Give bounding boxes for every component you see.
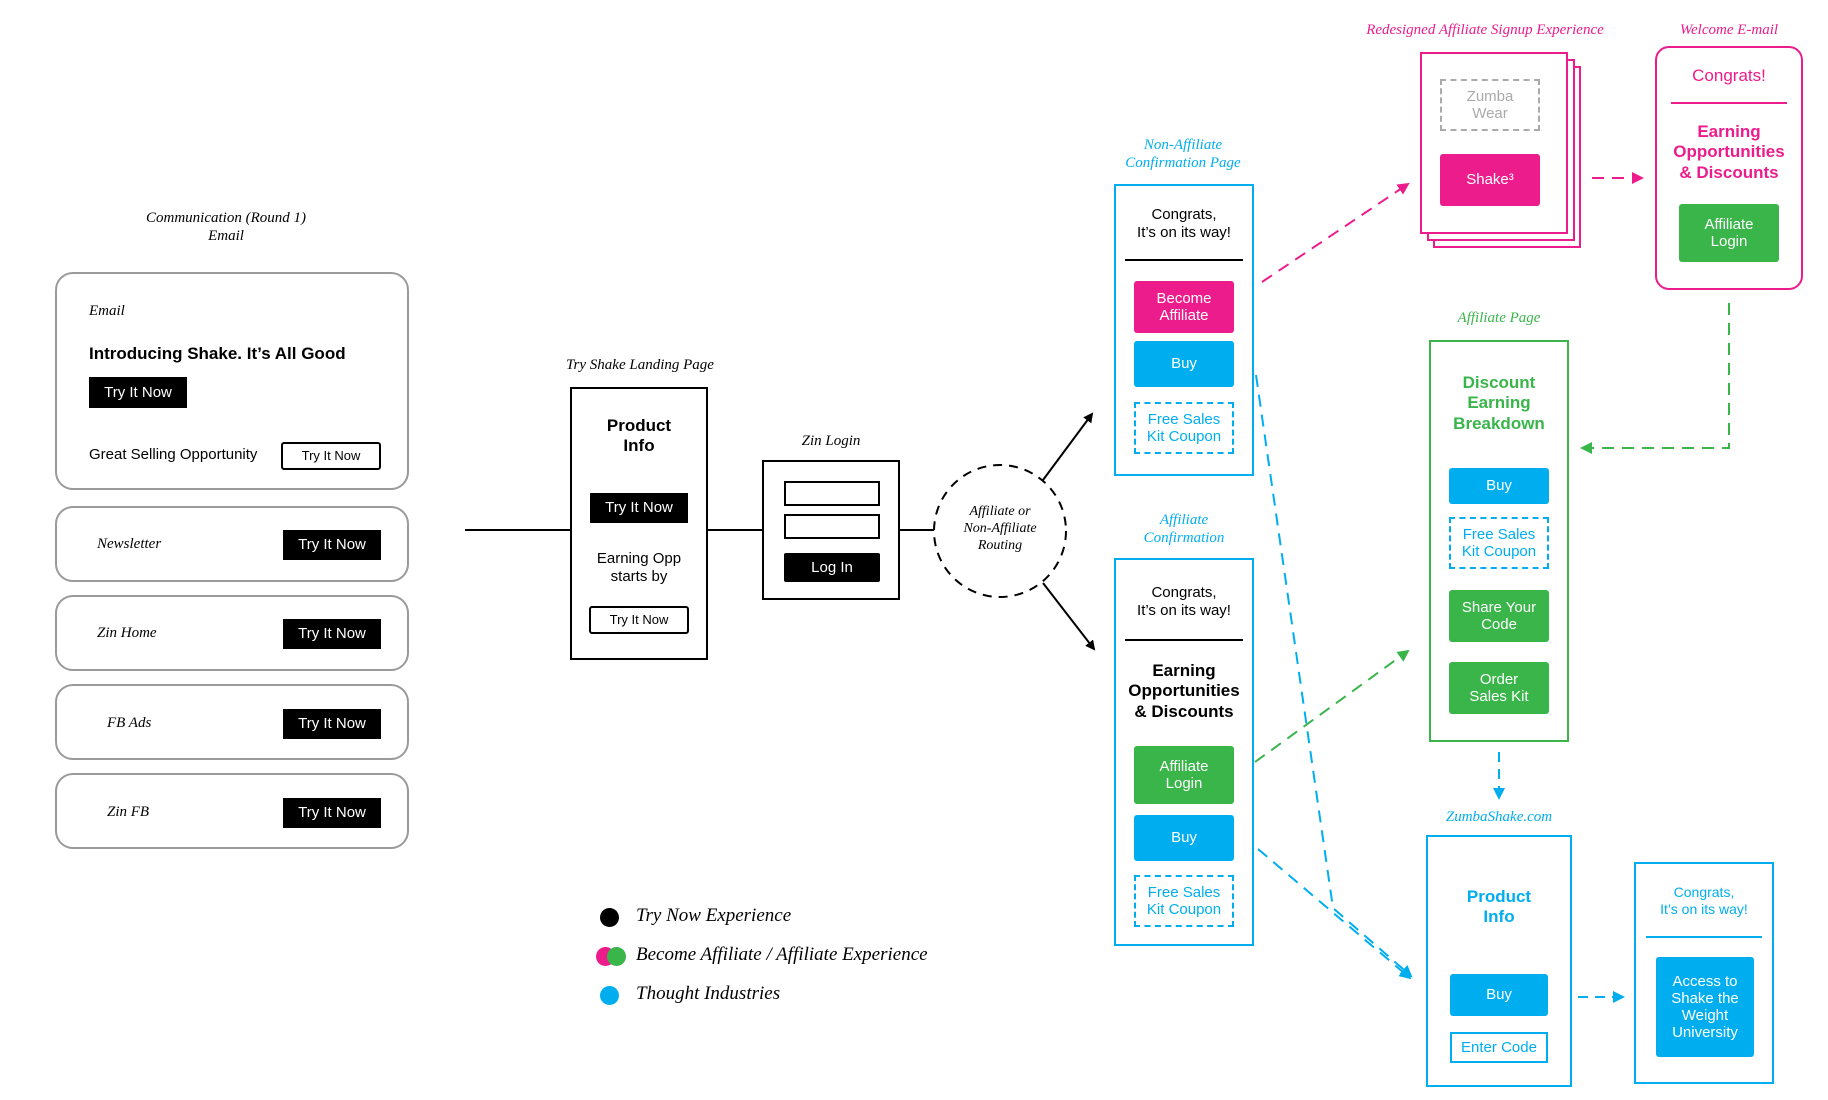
welcome-heading: Earning Opportunities & Discounts (1673, 122, 1785, 182)
affiliate-page-box: Discount Earning Breakdown Buy Free Sale… (1429, 340, 1569, 742)
comm-row-zin-fb: Zin FB Try It Now (55, 773, 409, 849)
order-sales-kit-button[interactable]: Order Sales Kit (1449, 662, 1549, 714)
email-label: Email (89, 303, 125, 319)
comm-row-label: FB Ads (107, 715, 152, 731)
arrow-become-to-signup (1261, 182, 1410, 283)
affiliate-conf-divider (1125, 639, 1243, 641)
signup-page-box: Zumba Wear Shake³ (1420, 52, 1568, 234)
become-affiliate-button[interactable]: Become Affiliate (1134, 281, 1234, 333)
landing-opp-button[interactable]: Try It Now (589, 606, 689, 634)
affiliate-conf-buy-button[interactable]: Buy (1134, 815, 1234, 861)
arrow-routing-to-nonaffiliate (1042, 412, 1094, 481)
zumba-wear-placeholder: Zumba Wear (1440, 79, 1540, 131)
login-caption: Zin Login (801, 433, 861, 449)
welcome-congrats: Congrats! (1692, 66, 1766, 85)
nonaffiliate-caption: Non-Affiliate Confirmation Page (1125, 137, 1241, 171)
welcome-email-box: Congrats! Earning Opportunities & Discou… (1655, 46, 1803, 290)
password-field[interactable] (784, 514, 880, 539)
affiliate-page-heading: Discount Earning Breakdown (1453, 373, 1545, 433)
affiliate-page-caption: Affiliate Page (1457, 310, 1541, 326)
nonaffiliate-page-box: Congrats, It’s on its way! Become Affili… (1114, 184, 1254, 476)
affiliate-conf-coupon-button[interactable]: Free Sales Kit Coupon (1134, 875, 1234, 927)
comm-row-button[interactable]: Try It Now (283, 619, 381, 649)
arrow-affiliate-buy-to-zumbashake (1257, 848, 1412, 980)
routing-circle (933, 464, 1067, 598)
comm-row-newsletter: Newsletter Try It Now (55, 506, 409, 582)
affiliate-conf-congrats: Congrats, It’s on its way! (1137, 584, 1231, 619)
welcome-divider (1671, 102, 1787, 104)
university-access-button[interactable]: Access to Shake the Weight University (1656, 957, 1754, 1057)
landing-title: Product Info (606, 416, 672, 456)
comm-row-button[interactable]: Try It Now (283, 530, 381, 560)
legend: Try Now Experience Become Affiliate / Af… (596, 900, 996, 1010)
email-card: Email Introducing Shake. It’s All Good T… (55, 272, 409, 490)
affiliate-login-button[interactable]: Affiliate Login (1134, 746, 1234, 804)
legend-dot-black (600, 908, 619, 927)
zumbashake-caption: ZumbaShake.com (1445, 809, 1553, 825)
legend-dot-cyan (600, 986, 619, 1005)
zumbashake-title: Product Info (1466, 887, 1532, 927)
comm-row-zin-home: Zin Home Try It Now (55, 595, 409, 671)
landing-page-box: Product Info Try It Now Earning Opp star… (570, 387, 708, 660)
university-divider (1646, 936, 1762, 938)
legend-label: Become Affiliate / Affiliate Experience (636, 944, 928, 965)
comm-row-button[interactable]: Try It Now (283, 798, 381, 828)
shake-product-button[interactable]: Shake³ (1440, 154, 1540, 206)
affiliate-conf-caption: Affiliate Confirmation (1143, 512, 1225, 546)
nonaffiliate-divider (1125, 259, 1243, 261)
comm-row-label: Zin FB (107, 804, 150, 820)
affiliate-page-coupon-button[interactable]: Free Sales Kit Coupon (1449, 517, 1549, 569)
zumbashake-page-box: Product Info Buy Enter Code (1426, 835, 1572, 1087)
arrow-afflogin-to-affiliate-page (1254, 649, 1410, 763)
comm-row-fb-ads: FB Ads Try It Now (55, 684, 409, 760)
signup-caption: Redesigned Affiliate Signup Experience (1366, 22, 1604, 38)
affiliate-conf-heading: Earning Opportunities & Discounts (1128, 661, 1240, 721)
arrow-welcome-to-affiliate-page (1580, 303, 1730, 454)
arrow-routing-to-affiliate (1042, 582, 1096, 651)
legend-dot-green (607, 947, 626, 966)
comm-caption: Communication (Round 1) Email (146, 210, 306, 244)
login-button[interactable]: Log In (784, 553, 880, 582)
comm-row-button[interactable]: Try It Now (283, 709, 381, 739)
welcome-caption: Welcome E-mail (1679, 22, 1779, 38)
legend-label: Try Now Experience (636, 905, 792, 926)
affiliate-conf-page-box: Congrats, It’s on its way! Earning Oppor… (1114, 558, 1254, 946)
comm-row-label: Newsletter (97, 536, 162, 552)
nonaffiliate-congrats: Congrats, It’s on its way! (1137, 206, 1231, 241)
comm-row-label: Zin Home (97, 625, 157, 641)
email-title: Introducing Shake. It’s All Good (89, 344, 346, 363)
landing-opp-text: Earning Opp starts by (596, 550, 682, 585)
university-page-box: Congrats, It’s on its way! Access to Sha… (1634, 862, 1774, 1084)
email-opportunity-text: Great Selling Opportunity (89, 446, 258, 463)
zumbashake-buy-button[interactable]: Buy (1450, 974, 1548, 1016)
landing-try-button[interactable]: Try It Now (590, 493, 688, 523)
enter-code-field[interactable]: Enter Code (1450, 1032, 1548, 1063)
routing-label: Affiliate or Non-Affiliate Routing (963, 504, 1037, 553)
arrow-nonaffiliate-buy-to-zumbashake (1255, 374, 1413, 978)
share-code-button[interactable]: Share Your Code (1449, 590, 1549, 642)
email-try-button[interactable]: Try It Now (89, 377, 187, 408)
affiliate-page-buy-button[interactable]: Buy (1449, 468, 1549, 504)
login-box: Log In (762, 460, 900, 600)
university-congrats: Congrats, It’s on its way! (1660, 884, 1748, 917)
nonaffiliate-buy-button[interactable]: Buy (1134, 341, 1234, 387)
legend-label: Thought Industries (636, 983, 781, 1004)
email-opportunity-button[interactable]: Try It Now (281, 442, 381, 470)
nonaffiliate-coupon-button[interactable]: Free Sales Kit Coupon (1134, 402, 1234, 454)
landing-caption: Try Shake Landing Page (566, 357, 714, 373)
username-field[interactable] (784, 481, 880, 506)
welcome-affiliate-login-button[interactable]: Affiliate Login (1679, 204, 1779, 262)
